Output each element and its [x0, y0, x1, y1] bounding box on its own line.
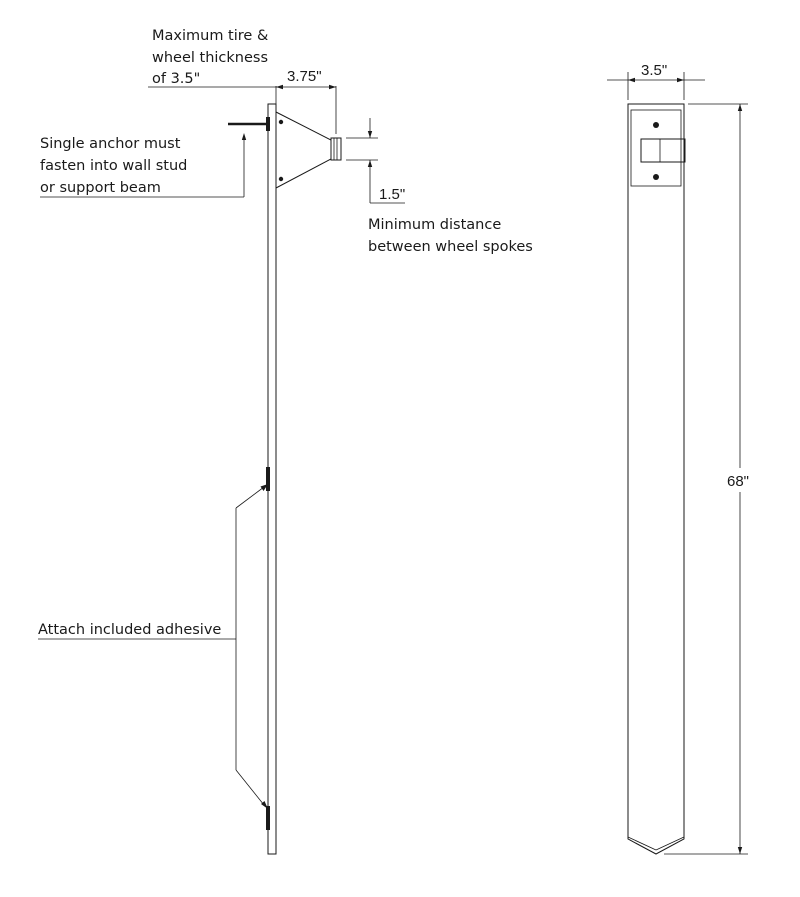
wheel-cradle: [275, 111, 332, 189]
dimension-cradle-depth-label: 3.75": [287, 68, 322, 85]
spokes-label-line2: between wheel spokes: [368, 239, 533, 255]
tire-thickness-label-line3: of 3.5": [152, 71, 200, 87]
anchor-label-line2: fasten into wall stud: [40, 158, 187, 174]
cradle-bolt-bottom: [278, 176, 284, 182]
cradle-bolt-top: [278, 119, 284, 125]
dimension-spoke-gap-label: 1.5": [379, 186, 405, 203]
tire-thickness-label-line2: wheel thickness: [152, 50, 268, 66]
anchor-leader: [40, 133, 247, 198]
cradle-tip: [330, 137, 342, 161]
mount-screw-bottom: [653, 174, 659, 180]
spokes-label-line1: Minimum distance: [368, 217, 501, 233]
dimension-width: 3.5": [607, 62, 705, 100]
dimension-height-label: 68": [727, 473, 749, 490]
dimension-spoke-gap: 1.5": [346, 118, 405, 204]
dimension-cradle-depth: 3.75": [148, 68, 337, 134]
anchor-label-line3: or support beam: [40, 180, 161, 196]
adhesive-leader: [38, 484, 268, 809]
anchor-screw-head: [266, 117, 270, 131]
front-view: [627, 103, 686, 855]
dimension-width-label: 3.5": [641, 62, 667, 79]
front-view-board: [627, 103, 685, 855]
side-view: [228, 103, 342, 855]
adhesive-strip-top: [266, 467, 270, 491]
dimension-height: 68": [664, 103, 756, 855]
cradle-tip-front: [640, 138, 686, 163]
front-view-bottom-edge: [655, 836, 685, 851]
mount-plate: [630, 109, 682, 187]
anchor-label-line1: Single anchor must: [40, 136, 181, 152]
adhesive-label: Attach included adhesive: [38, 622, 221, 638]
adhesive-strip-bottom: [266, 806, 270, 830]
tire-thickness-label-line1: Maximum tire &: [152, 28, 268, 44]
front-view-bottom-edge: [627, 836, 657, 851]
mount-screw-top: [653, 122, 659, 128]
